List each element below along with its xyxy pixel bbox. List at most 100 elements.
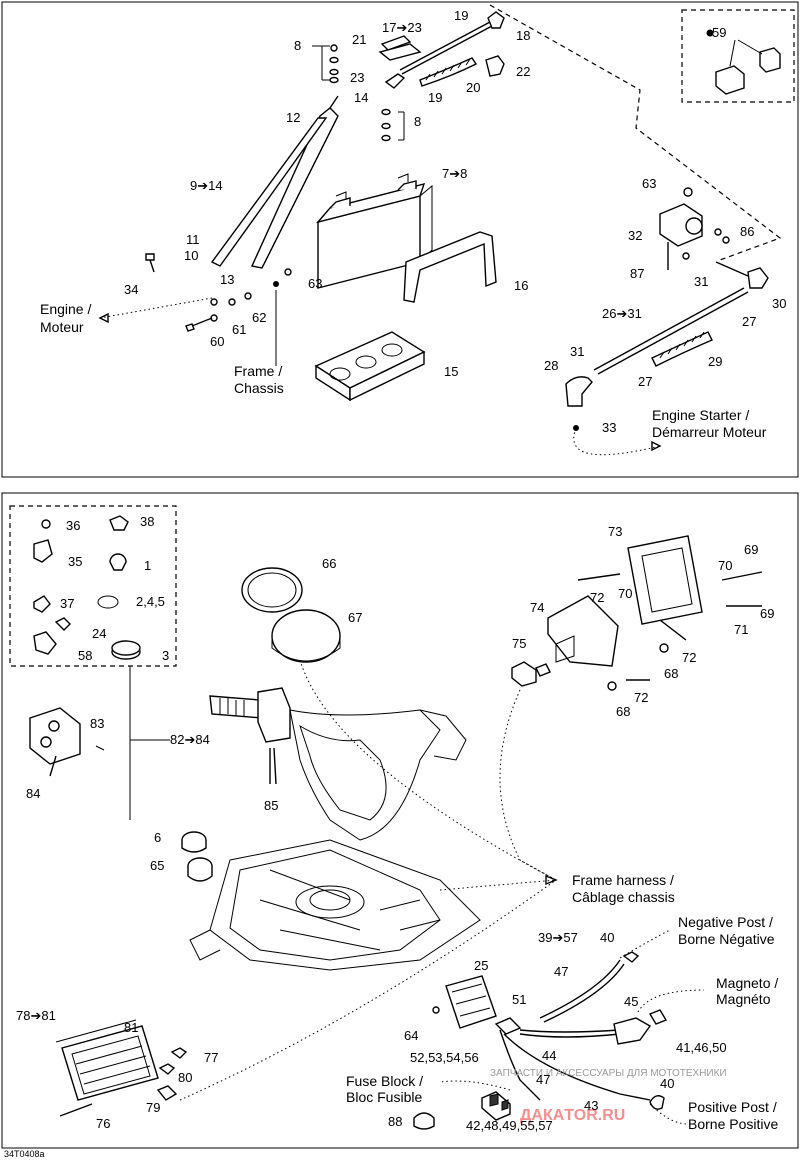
bottom-panel-frame <box>1 492 799 1149</box>
callout-l86: 86 <box>740 224 754 239</box>
callout-l18: 18 <box>516 28 530 43</box>
callout-neg1: Negative Post / <box>678 914 773 930</box>
callout-l29: 29 <box>708 354 722 369</box>
callout-l28: 28 <box>544 358 558 373</box>
callout-l69b: 69 <box>760 606 774 621</box>
callout-l3: 3 <box>162 648 169 663</box>
callout-l21: 21 <box>352 32 366 47</box>
callout-l47a: 47 <box>554 964 568 979</box>
callout-l26-31: 26➔31 <box>602 306 642 321</box>
watermark-big: ДАКАTOR.RU <box>520 1107 625 1124</box>
callout-l88: 88 <box>388 1114 402 1129</box>
voltage-regulator <box>547 595 619 667</box>
callout-l79: 79 <box>146 1100 160 1115</box>
grommet-6 <box>181 831 207 853</box>
callout-l33: 33 <box>602 420 616 435</box>
callout-l87: 87 <box>630 266 644 281</box>
callout-l51: 51 <box>512 992 526 1007</box>
callout-l47b: 47 <box>536 1072 550 1087</box>
regulator-bracket <box>577 535 763 691</box>
callout-l72b: 72 <box>682 650 696 665</box>
callout-l31b: 31 <box>570 344 584 359</box>
callout-l245: 2,4,5 <box>136 594 165 609</box>
callout-l58: 58 <box>78 648 92 663</box>
callout-fuse1: Fuse Block / <box>346 1073 423 1089</box>
callout-mag1: Magneto / <box>716 975 778 991</box>
callout-l19a: 19 <box>454 8 468 23</box>
fuse-cover <box>413 1112 435 1130</box>
callout-chassis: Chassis <box>234 380 284 396</box>
callout-l45: 45 <box>624 994 638 1009</box>
callout-l77: 77 <box>204 1050 218 1065</box>
callout-l69a: 69 <box>744 542 758 557</box>
callout-l84: 84 <box>26 786 40 801</box>
callout-l70a: 70 <box>718 558 732 573</box>
callout-l52-56: 52,53,54,56 <box>410 1050 479 1065</box>
callout-l39-57: 39➔57 <box>538 930 578 945</box>
hardware-8 <box>312 44 405 142</box>
callout-l6: 6 <box>154 830 161 845</box>
callout-engine: Engine / <box>40 301 91 317</box>
accessory-inset <box>9 505 177 667</box>
watermark-small: ЗАПЧАСТИ И АКСЕССУАРЫ ДЛЯ МОТОТЕХНИКИ <box>490 1068 727 1079</box>
callout-l40a: 40 <box>600 930 614 945</box>
battery-cables <box>378 11 505 89</box>
callout-fuse2: Bloc Fusible <box>346 1089 422 1105</box>
callout-l35: 35 <box>68 554 82 569</box>
wiring-harness-lower <box>494 951 668 1110</box>
callout-l9-14: 9➔14 <box>190 178 223 193</box>
callout-l17-23: 17➔23 <box>382 20 422 35</box>
battery-tray <box>314 331 426 402</box>
callout-l80: 80 <box>178 1070 192 1085</box>
callout-l12: 12 <box>286 110 300 125</box>
callout-l23: 23 <box>350 70 364 85</box>
callout-l75: 75 <box>512 636 526 651</box>
callout-l61: 61 <box>232 322 246 337</box>
callout-l78-81: 78➔81 <box>16 1008 56 1023</box>
callout-l68a: 68 <box>664 666 678 681</box>
gauge-ring <box>241 567 303 613</box>
callout-neg2: Borne Négative <box>678 931 775 947</box>
callout-l22: 22 <box>516 64 530 79</box>
connector-inset-box <box>681 9 795 103</box>
rectifier <box>55 1019 188 1117</box>
callout-l42-57: 42,48,49,55,57 <box>466 1118 553 1133</box>
support-bracket <box>403 231 497 303</box>
callout-pos1: Positive Post / <box>688 1099 777 1115</box>
callout-l25: 25 <box>474 958 488 973</box>
callout-l30: 30 <box>772 296 786 311</box>
callout-l81: 81 <box>124 1020 138 1035</box>
callout-harness1: Frame harness / <box>572 872 674 888</box>
callout-l24: 24 <box>92 626 106 641</box>
callout-l1: 1 <box>144 558 151 573</box>
footer-code: 34T0408a <box>4 1149 45 1159</box>
callout-l74: 74 <box>530 600 544 615</box>
callout-l20: 20 <box>466 80 480 95</box>
callout-l15: 15 <box>444 364 458 379</box>
fuse-block <box>481 1091 511 1121</box>
starter-solenoid <box>659 187 769 289</box>
callout-l14a: 14 <box>354 90 368 105</box>
callout-l19b: 19 <box>428 90 442 105</box>
callout-l8b: 8 <box>414 114 421 129</box>
callout-l27a: 27 <box>742 314 756 329</box>
callout-l34: 34 <box>124 282 138 297</box>
callout-pos2: Borne Positive <box>688 1116 778 1132</box>
callout-harness2: Câblage chassis <box>572 889 675 905</box>
callout-moteur: Moteur <box>40 319 84 335</box>
callout-l16: 16 <box>514 278 528 293</box>
callout-l11: 11 <box>186 232 200 247</box>
callout-mag2: Magnéto <box>716 991 771 1007</box>
callout-l70b: 70 <box>618 586 632 601</box>
cdi-module <box>432 975 497 1029</box>
connector-75 <box>511 661 551 687</box>
callout-starter2: Démarreur Moteur <box>652 424 767 440</box>
callout-l85: 85 <box>264 798 278 813</box>
callout-l76: 76 <box>96 1116 110 1131</box>
callout-l65: 65 <box>150 858 164 873</box>
connector-59 <box>706 29 781 95</box>
callout-l43: 43 <box>584 1098 598 1113</box>
callout-l64: 64 <box>404 1028 418 1043</box>
callout-l62: 62 <box>252 310 266 325</box>
callout-l10: 10 <box>184 248 198 263</box>
